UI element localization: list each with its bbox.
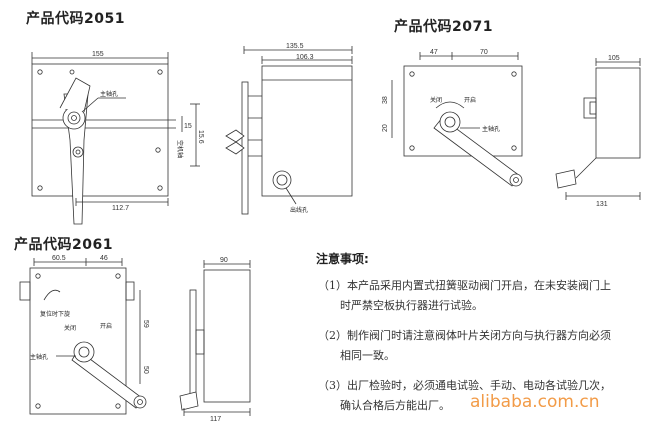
note-line: 相同一致。 [340,349,395,362]
label-main-shaft-2061: 主轴孔 [30,353,48,361]
label-open-2071: 开启 [464,96,476,104]
dim-2061-side-bottom: 117 [210,416,221,423]
mount-hole-icon [115,273,121,279]
mount-hole-icon [409,71,415,77]
reset-arrow [43,289,61,301]
drawing-2061-side: 90 117 [179,257,251,423]
mount-hole-icon [115,403,121,409]
dim-2061-h1: 59 [142,320,149,328]
mount-hole-icon [409,145,415,151]
dim-2051-side-b: 15.6 [197,130,204,144]
label-open-2061: 开启 [100,322,112,330]
mount-hole-icon [155,147,161,153]
actuator-housing-2071 [595,67,641,159]
main-shaft-hole-icon [78,346,90,358]
dim-2061-h2: 50 [142,366,149,374]
watermark-logo: alibaba.com.cn [470,392,600,412]
label-main-shaft-2051: 主轴孔 [100,90,118,98]
dim-2071-right: 70 [480,49,488,56]
label-main-shaft-2071: 主轴孔 [482,125,500,133]
mount-hole-icon [69,69,75,75]
dim-2071-h2: 20 [382,124,389,132]
mount-hole-icon [35,403,41,409]
dim-2051-side-outer: 135.5 [286,43,304,50]
title-2051: 产品代码2051 [26,11,125,27]
note-line: 确认合格后方能出厂。 [340,399,450,412]
label-reset-2061: 复位时下旋 [40,310,70,318]
handle-knob-2061 [179,391,199,411]
dim-2071-left: 47 [430,49,438,56]
label-close-2071: 关闭 [430,96,442,104]
notes-title: 注意事项: [316,252,369,266]
drawing-2061-front: 60.5 46 复位时下旋 关闭 开启 主轴孔 59 50 [19,255,149,415]
main-shaft-hole-icon [67,111,81,125]
mount-flange-2061 [189,289,197,399]
drawing-2071-side: 105 131 [555,55,641,208]
mount-hole-icon [511,145,517,151]
dim-2071-side-bottom: 131 [596,201,608,208]
dim-2061-side-top: 90 [220,257,228,264]
title-2071: 产品代码2071 [394,19,493,35]
mount-hole-icon [157,69,163,75]
note-line: （3）出厂检验时，必须通电试验、手动、电动各试验几次， [318,379,611,392]
outlet-hole-icon [272,170,292,190]
mount-hole-icon [511,71,517,77]
dim-2051-width: 155 [92,51,104,58]
dim-2061-left: 60.5 [52,255,66,262]
lever-arm-2061 [71,349,143,409]
mount-plate [31,63,169,197]
mount-hole-icon [35,273,41,279]
dim-2051-bottom: 112.7 [112,205,129,212]
drawing-2051-front: 155 主轴孔 15 空机轴 15.6 112.7 [31,51,204,225]
note-line: 时严禁空板执行器进行试验。 [340,299,483,312]
dim-2061-right: 46 [100,255,108,262]
mount-plate-2061 [29,267,127,415]
dim-2071-side-top: 105 [608,55,620,62]
title-2061: 产品代码2061 [14,237,113,253]
butterfly-nut [225,129,245,143]
lever-arm-2071 [433,117,521,187]
actuator-housing [261,65,353,197]
actuator-housing-2061 [203,269,251,403]
handle-knob [555,169,577,189]
drawing-2071-front: 47 70 38 20 关闭 开启 主轴孔 [382,49,523,187]
dim-2071-h1: 38 [382,96,389,104]
note-line: （1）本产品采用内置式扭簧驱动阀门开启，在未安装阀门上 [318,279,611,292]
label-outlet-2051: 出线孔 [290,206,308,214]
main-shaft-hub-2071 [439,111,461,133]
dim-2051-side-a: 15 [184,123,192,130]
mount-hole-icon [157,185,163,191]
mount-hole-icon [37,69,43,75]
label-vertical-2051: 空机轴 [176,140,184,158]
drawing-2051-side: 135.5 106.3 出线孔 [225,43,353,215]
mount-plate-2071 [403,65,523,157]
dim-2051-side-inner: 106.3 [296,54,314,61]
main-shaft-hole-icon [444,116,456,128]
main-shaft-hub-2061 [73,341,95,363]
mount-hole-icon [37,185,43,191]
label-close-2061: 关闭 [64,324,76,332]
note-line: （2）制作阀门时请注意阀体叶片关闭方向与执行器方向必须 [318,329,611,342]
